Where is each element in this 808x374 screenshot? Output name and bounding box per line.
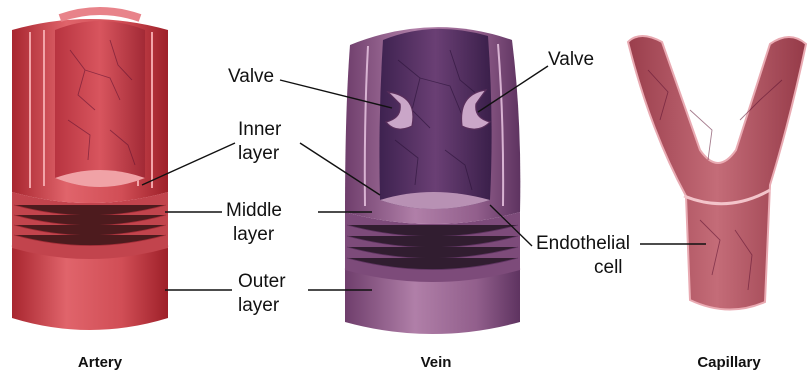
caption-vein: Vein — [421, 354, 452, 371]
inner-label-line2: layer — [238, 143, 280, 164]
outer-label-line1: Outer — [238, 271, 286, 292]
outer-label-line2: layer — [238, 295, 280, 316]
artery-illustration — [12, 11, 168, 330]
artery-inner-layer — [55, 21, 145, 187]
valve-label-left: Valve — [228, 66, 274, 87]
capillary-illustration — [628, 36, 806, 310]
middle-label-line1: Middle — [226, 200, 282, 221]
label-outer-layer: Outer layer — [165, 271, 372, 316]
middle-label-line2: layer — [233, 224, 275, 245]
vein-illustration — [345, 27, 520, 334]
inner-label-line1: Inner — [238, 119, 282, 140]
label-endothelial-cell: Endothelial cell — [490, 205, 706, 278]
label-inner-layer: Inner layer — [142, 119, 380, 195]
caption-artery: Artery — [78, 354, 123, 371]
caption-capillary: Capillary — [697, 354, 761, 371]
label-middle-layer: Middle layer — [165, 200, 372, 245]
valve-label-right: Valve — [548, 49, 594, 70]
endothelial-label-line1: Endothelial — [536, 233, 630, 254]
endothelial-label-line2: cell — [594, 257, 623, 278]
